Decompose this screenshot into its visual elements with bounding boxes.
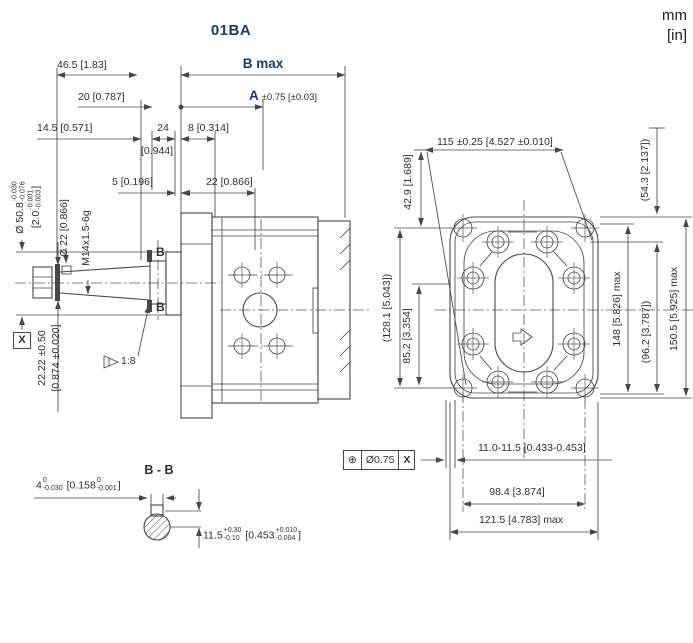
units-mm: mm (662, 7, 687, 24)
section-cut-mark-top (147, 250, 152, 262)
section-marker-bottom: B (156, 300, 165, 314)
dim-5: 5 [0.196] (112, 176, 153, 188)
dim-54-3: (54.3 [2.137]) (639, 138, 651, 202)
flow-direction-arrow (512, 328, 533, 346)
dim-20: 20 [0.787] (78, 91, 125, 103)
page-title: 01BA (210, 22, 252, 39)
taper-symbol (103, 304, 151, 369)
units-in: [in] (666, 27, 687, 44)
dim-148: 148 [5.826] max (611, 271, 623, 347)
dim-42-9: 42.9 [1.689] (402, 154, 414, 210)
dim-dia-22: Ø 22 [0.866] (58, 199, 70, 257)
rear-view-dimensions (394, 127, 692, 540)
datum-x-box: X (13, 332, 31, 349)
dim-128-1: (128.1 [5.043]) (381, 273, 393, 343)
dim-22: 22 [0.866] (206, 176, 253, 188)
position-symbol-icon: ⊕ (344, 451, 362, 469)
dim-85-2: 85.2 [3.354] (401, 308, 413, 364)
section-title: B - B (144, 463, 174, 477)
dim-22-22: 22.22 ±0.50 (36, 330, 48, 386)
dim-150-5: 150.5 [5.925] max (668, 266, 680, 352)
dim-dia-50-8: Ø 50.8-0.030-0.076 (11, 181, 27, 234)
dim-8: 8 [0.314] (188, 122, 229, 134)
dim-98-4: 98.4 [3.874] (489, 486, 545, 498)
dim-46-5: 46.5 [1.83] (57, 59, 107, 71)
dim-24: 24 (157, 122, 169, 134)
dim-b-max: B max (242, 56, 284, 71)
section-marker-top: B (156, 245, 165, 259)
section-view-b-b (34, 489, 202, 548)
dim-96-2: (96.2 [3.787]) (640, 300, 652, 364)
rear-view-flange (435, 200, 693, 460)
shaft-with-nut (32, 251, 182, 316)
position-tolerance-frame: ⊕ Ø0.75 X (343, 450, 416, 470)
dim-dia-50-8-inch: [2.0-0.001-0.003] (27, 185, 43, 229)
units-note: mm [in] (662, 6, 687, 46)
dim-121-5: 121.5 [4.783] max (478, 514, 564, 526)
dim-22-22-inch: [0.874 ±0.020] (50, 324, 62, 392)
dim-thread-m14: M14x1.5-6g (80, 210, 92, 266)
rear-bolt-holes (461, 230, 586, 394)
dim-115: 115 ±0.25 [4.527 ±0.010] (437, 136, 553, 148)
dim-14-5: 14.5 [0.571] (37, 122, 93, 134)
dim-24-in: [0.944] (140, 145, 174, 157)
dim-11-0-11-5: 11.0-11.5 [0.433-0.453] (478, 442, 586, 454)
dim-a: A ±0.75 [±0.03] (249, 88, 317, 103)
side-view-dimensions (16, 66, 346, 412)
taper-ratio: 1:8 (121, 355, 136, 367)
position-tolerance-value: Ø0.75 (362, 451, 400, 469)
dim-key-height-11-5: 11.5+0.30-0.10 [0.453+0.010-0.004] (203, 527, 302, 542)
position-datum-ref: X (403, 454, 411, 466)
